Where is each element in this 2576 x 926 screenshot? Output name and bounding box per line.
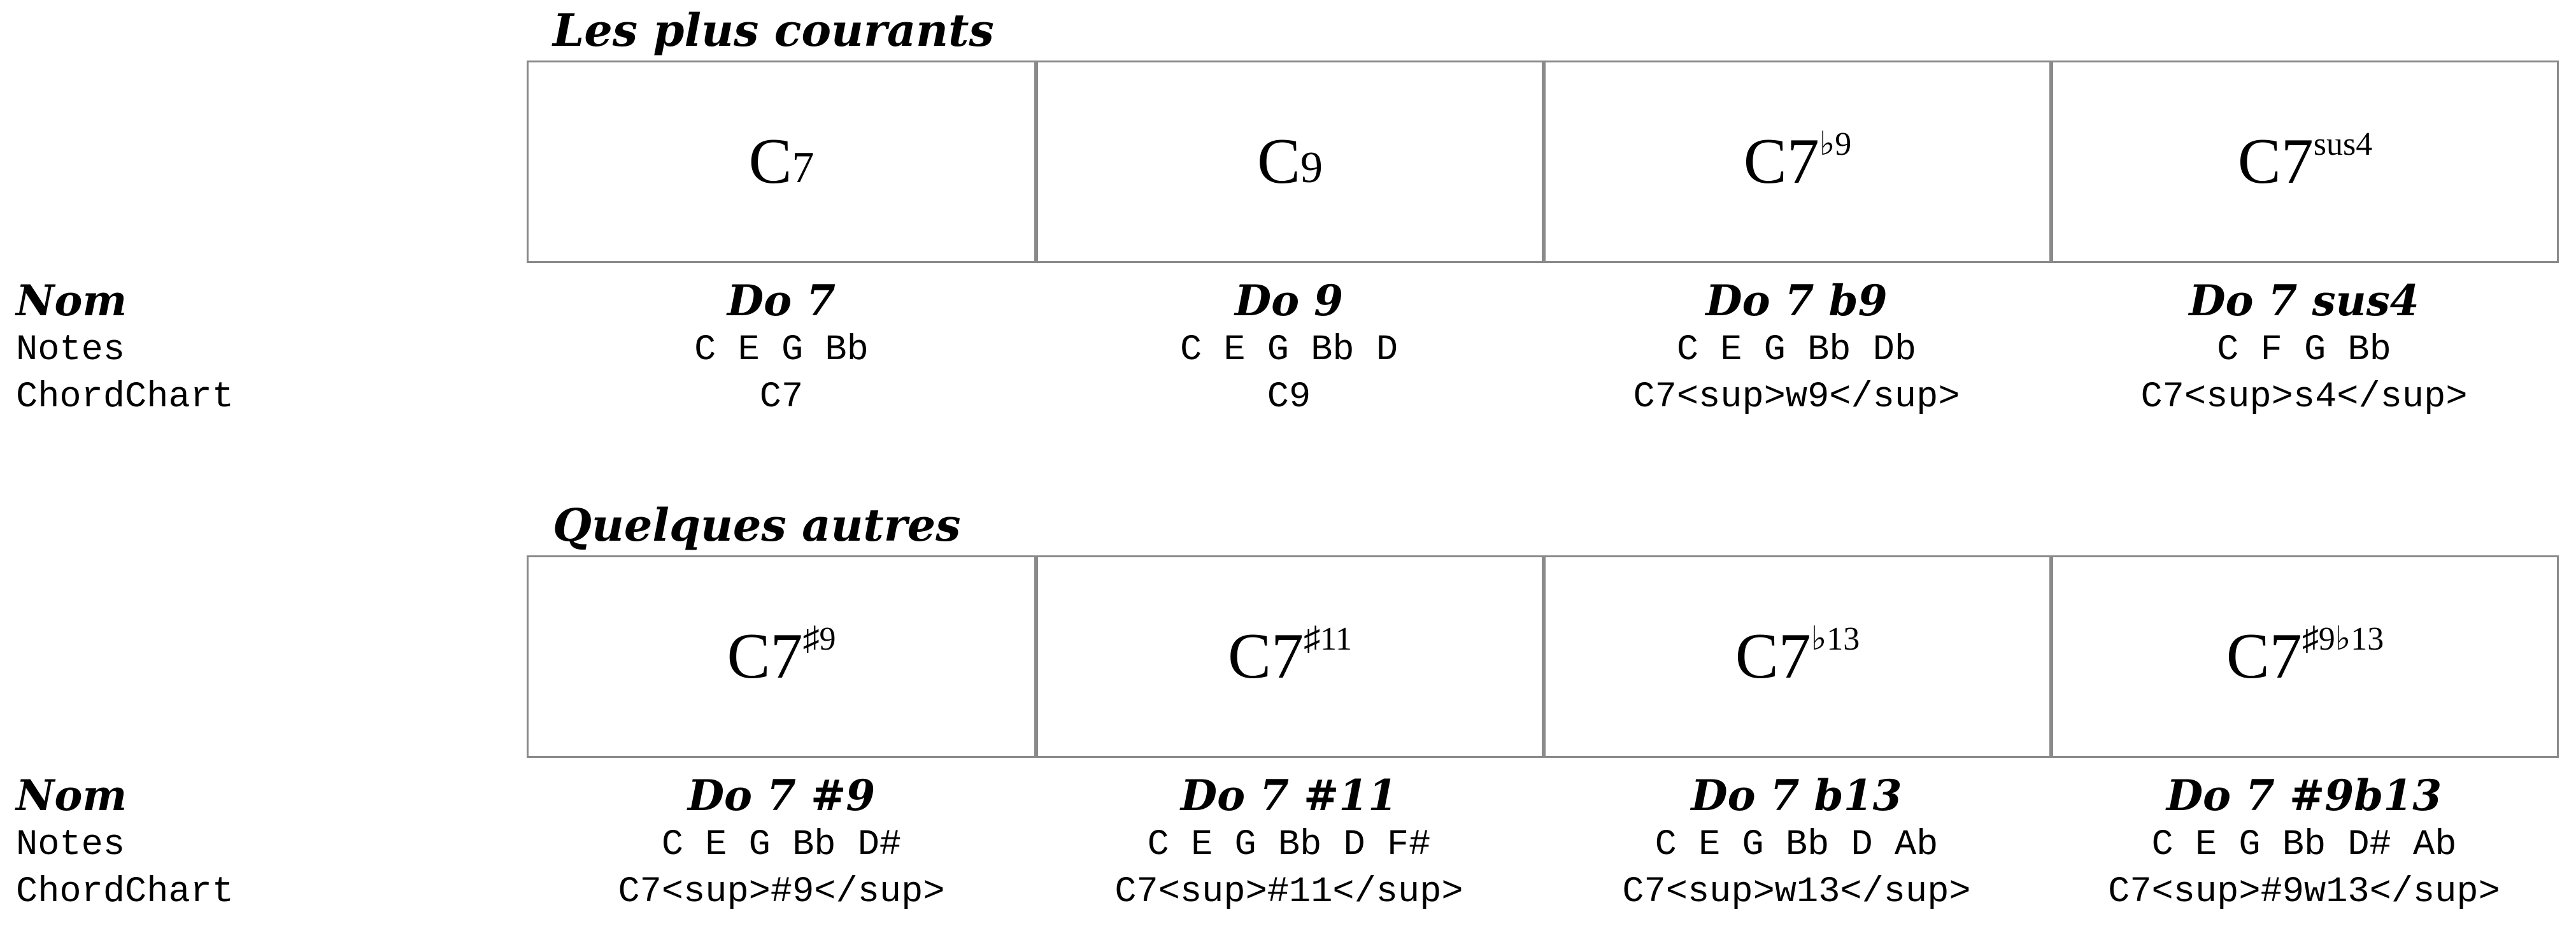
chord-symbol-base: C: [1256, 125, 1301, 197]
chord-name: Do 7 b9: [1705, 276, 1888, 325]
chord-notes: C E G Bb D#: [661, 825, 902, 865]
chord-notes: C E G Bb D# Ab: [2151, 825, 2457, 865]
chordchart-code: C7: [759, 377, 804, 418]
chord-notes: C E G Bb Db: [1676, 330, 1917, 371]
chord-box: C7♯9♭13: [2049, 555, 2559, 758]
chord-name: Do 7 #9: [687, 771, 876, 820]
row-label-chordchart: ChordChart: [16, 377, 234, 418]
chord-notes: C E G Bb D Ab: [1654, 825, 1939, 865]
row-label-name: Nom: [16, 276, 127, 325]
row-label-chordchart: ChordChart: [16, 872, 234, 913]
chord-symbol-row: C7♯9 C7♯11 C7♭13 C7♯9♭13: [527, 555, 2565, 758]
chord-symbol: C7♯11: [1227, 620, 1353, 692]
chord-symbol-base: C7: [1735, 620, 1811, 692]
chord-symbol-base: C: [748, 125, 792, 197]
chord-notes: C E G Bb: [694, 330, 869, 371]
chord-box: C7♯9: [527, 555, 1036, 758]
row-label-name: Nom: [16, 771, 127, 820]
chord-symbol: C7♭13: [1735, 620, 1860, 692]
chord-notes: C F G Bb: [2217, 330, 2391, 371]
chord-symbol-extension: 7: [792, 143, 815, 192]
row-label-notes: Notes: [16, 330, 125, 371]
chord-symbol-base: C7: [727, 620, 803, 692]
chord-symbol-superscript: sus4: [2313, 126, 2373, 162]
section-title: Quelques autres: [553, 499, 961, 552]
chord-symbol-base: C7: [1227, 620, 1304, 692]
chord-symbol-superscript: ♯11: [1303, 621, 1353, 657]
chordchart-code: C7<sup>#9w13</sup>: [2108, 872, 2500, 913]
chord-symbol: C7♭9: [1743, 125, 1852, 197]
chordchart-code: C7<sup>w13</sup>: [1622, 872, 1971, 913]
chord-box: C7♭13: [1542, 555, 2051, 758]
chordchart-code: C7<sup>w9</sup>: [1633, 377, 1960, 418]
chord-symbol-superscript: ♯9: [802, 621, 836, 657]
chord-box: C7♯11: [1034, 555, 1544, 758]
chord-symbol-base: C7: [2237, 125, 2314, 197]
chord-symbol-extension: 9: [1300, 143, 1323, 192]
chord-symbol: C7♯9: [727, 620, 836, 692]
chord-symbol-superscript: ♭13: [1811, 621, 1860, 657]
chord-symbol: C7♯9♭13: [2226, 620, 2384, 692]
chord-name: Do 9: [1234, 276, 1344, 325]
chord-notes: C E G Bb D: [1179, 330, 1398, 371]
chordchart-code: C7<sup>s4</sup>: [2140, 377, 2468, 418]
row-label-notes: Notes: [16, 825, 125, 865]
chord-name-row: Nom Do 7 #9 Do 7 #11 Do 7 b13 Do 7 #9b13: [0, 773, 2576, 818]
section-title: Les plus courants: [553, 4, 994, 57]
chord-name: Do 7 #11: [1180, 771, 1398, 820]
chord-notes-row: Notes C E G Bb D# C E G Bb D F# C E G Bb…: [0, 822, 2576, 868]
chord-notes: C E G Bb D F#: [1147, 825, 1431, 865]
chord-box: C7♭9: [1542, 61, 2051, 263]
chordchart-code: C9: [1267, 377, 1311, 418]
chord-name-row: Nom Do 7 Do 9 Do 7 b9 Do 7 sus4: [0, 278, 2576, 324]
chord-symbol-superscript: ♯9♭13: [2302, 621, 2384, 657]
chord-name: Do 7 b13: [1691, 771, 1902, 820]
chord-symbol-base: C7: [2226, 620, 2302, 692]
chord-name: Do 7 #9b13: [2166, 771, 2442, 820]
chord-name: Do 7 sus4: [2189, 276, 2419, 325]
chordchart-code: C7<sup>#11</sup>: [1114, 872, 1463, 913]
chordchart-row: ChordChart C7 C9 C7<sup>w9</sup> C7<sup>…: [0, 374, 2576, 420]
chord-notes-row: Notes C E G Bb C E G Bb D C E G Bb Db C …: [0, 327, 2576, 373]
chordchart-row: ChordChart C7<sup>#9</sup> C7<sup>#11</s…: [0, 869, 2576, 915]
chord-name: Do 7: [727, 276, 836, 325]
chord-symbol-base: C7: [1743, 125, 1819, 197]
chordchart-code: C7<sup>#9</sup>: [618, 872, 945, 913]
chord-symbol-superscript: ♭9: [1819, 126, 1852, 162]
